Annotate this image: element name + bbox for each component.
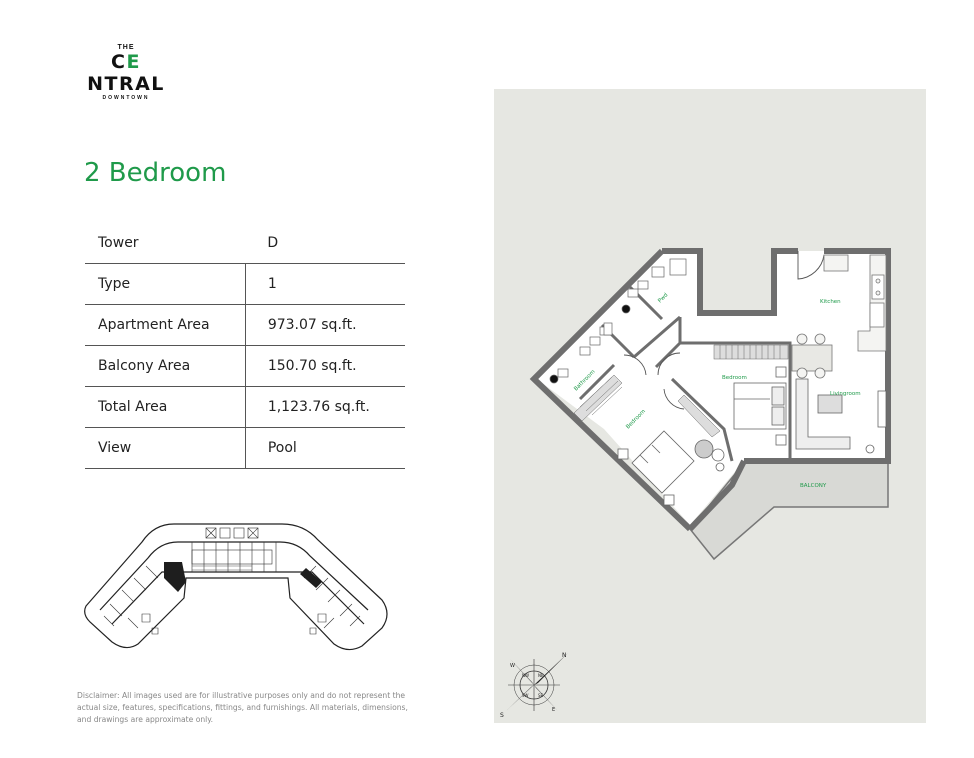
- label-bedroom-1: Bedroom: [722, 375, 747, 381]
- disclaimer-text: Disclaimer: All images used are for illu…: [77, 691, 408, 724]
- spec-label: View: [85, 427, 246, 469]
- bed-second: [617, 430, 725, 506]
- sofa: [795, 378, 887, 454]
- compass-w: W: [510, 663, 515, 669]
- compass-icon: N S E W NE NW SE SW: [500, 652, 568, 719]
- bathroom-fixtures: [549, 258, 687, 384]
- compass-n: N: [562, 652, 567, 659]
- spec-value: D: [245, 223, 405, 264]
- logo-e: E: [126, 51, 141, 73]
- logo-wordmark: CENTRAL: [76, 51, 176, 95]
- compass-nw: NW: [522, 673, 529, 678]
- compass-e: E: [552, 707, 555, 713]
- logo-downtown: DOWNTOWN: [102, 95, 150, 101]
- building-key-plan: [84, 523, 388, 651]
- spec-value: 973.07 sq.ft.: [244, 304, 405, 346]
- spec-value: 1,123.76 sq.ft.: [244, 386, 405, 428]
- table-row: View Pool: [85, 427, 405, 469]
- compass-sw: SW: [522, 693, 529, 698]
- table-row: Total Area 1,123.76 sq.ft.: [85, 386, 405, 428]
- table-row: Apartment Area 973.07 sq.ft.: [85, 304, 405, 346]
- spec-value: 1: [244, 263, 405, 305]
- spec-label: Total Area: [85, 386, 246, 428]
- floor-plan: Kitchen Livingroom Bedroom Bedroom Bathr…: [500, 248, 891, 719]
- floor-plan-panel: Kitchen Livingroom Bedroom Bedroom Bathr…: [494, 89, 926, 723]
- spec-label: Balcony Area: [85, 345, 246, 387]
- spec-table: Tower D Type 1 Apartment Area 973.07 sq.…: [85, 223, 405, 469]
- spec-label: Type: [85, 263, 246, 305]
- table-row: Balcony Area 150.70 sq.ft.: [85, 345, 405, 387]
- spec-label: Apartment Area: [85, 304, 246, 346]
- bed-master: [733, 366, 787, 446]
- label-livingroom: Livingroom: [830, 391, 861, 397]
- logo-ntral: NTRAL: [87, 73, 165, 95]
- logo-the: THE: [117, 44, 135, 51]
- compass-ne: NE: [538, 673, 544, 678]
- spec-value: Pool: [244, 427, 405, 469]
- table-row: Tower D: [85, 223, 405, 264]
- label-balcony: BALCONY: [800, 483, 827, 489]
- brand-logo: THE CENTRAL DOWNTOWN: [76, 44, 176, 101]
- spec-value: 150.70 sq.ft.: [244, 345, 405, 387]
- spec-label: Tower: [85, 223, 246, 264]
- label-kitchen: Kitchen: [820, 299, 841, 305]
- compass-s: S: [500, 712, 504, 719]
- compass-se: SE: [538, 693, 544, 698]
- table-row: Type 1: [85, 263, 405, 305]
- unit-title: 2 Bedroom: [84, 158, 227, 188]
- outer-walls: [529, 248, 891, 532]
- logo-c: C: [111, 51, 127, 73]
